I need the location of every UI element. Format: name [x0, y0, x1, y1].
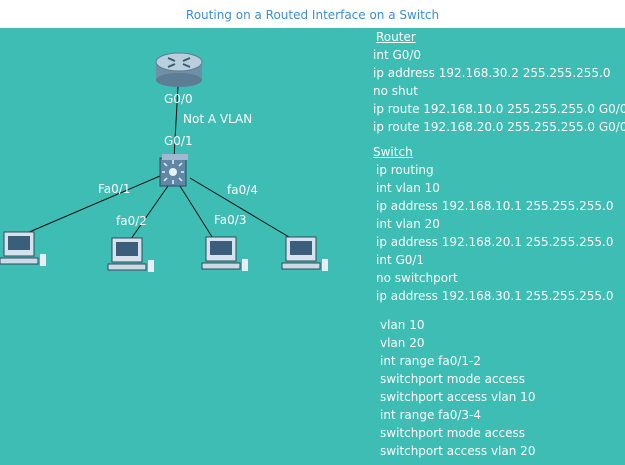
config-line: ip address 192.168.30.1 255.255.255.0	[376, 289, 614, 303]
switch-icon[interactable]	[159, 154, 188, 187]
config-line: int range fa0/1-2	[380, 354, 482, 368]
router-config-heading: Router	[376, 30, 416, 44]
config-line: int vlan 20	[376, 217, 440, 231]
switch-config: Switch ip routing int vlan 10 ip address…	[373, 143, 614, 305]
link-fa0-1	[19, 175, 161, 237]
config-line: ip route 192.168.20.0 255.255.255.0 G0/0	[373, 120, 625, 134]
config-line: ip routing	[376, 163, 434, 177]
config-line: ip address 192.168.10.1 255.255.255.0	[376, 199, 614, 213]
link-note-label: Not A VLAN	[183, 112, 253, 126]
port-label-fa0-2: fa0/2	[116, 214, 147, 228]
diagram-canvas: G0/0 Not A VLAN G0/1 Fa0/1 fa0/4 fa0/2 F…	[0, 28, 625, 465]
router-switch-link	[173, 85, 179, 159]
port-label-fa0-4: fa0/4	[227, 183, 258, 197]
pc-1-icon[interactable]	[0, 231, 46, 266]
port-label-fa0-3: Fa0/3	[214, 213, 247, 227]
config-line: int range fa0/3-4	[380, 408, 482, 422]
config-line: no shut	[373, 84, 418, 98]
switch-config-heading: Switch	[373, 145, 413, 159]
pc-4-icon[interactable]	[281, 236, 328, 271]
config-line: ip address 192.168.30.2 255.255.255.0	[373, 66, 611, 80]
pc-3-icon[interactable]	[201, 236, 248, 271]
config-line: switchport mode access	[380, 426, 526, 440]
link-fa0-4	[189, 177, 295, 241]
config-line: ip route 192.168.10.0 255.255.255.0 G0/0	[373, 102, 625, 116]
router-icon[interactable]	[155, 52, 203, 87]
port-label-fa0-1: Fa0/1	[98, 182, 131, 196]
config-line: switchport access vlan 20	[380, 444, 536, 458]
router-config: Router int G0/0 ip address 192.168.30.2 …	[373, 28, 625, 136]
diagram-title: Routing on a Routed Interface on a Switc…	[185, 8, 440, 22]
router-port-label: G0/0	[164, 92, 193, 106]
config-line: switchport access vlan 10	[380, 390, 536, 404]
link-fa0-3	[179, 185, 215, 241]
switch-uplink-label: G0/1	[164, 134, 193, 148]
config-line: int G0/0	[373, 48, 422, 62]
pc-2-icon[interactable]	[107, 237, 154, 272]
network-topology	[0, 52, 328, 272]
config-line: vlan 20	[380, 336, 425, 350]
config-line: int G0/1	[376, 253, 425, 267]
vlan-config: vlan 10 vlan 20 int range fa0/1-2 switch…	[380, 316, 535, 460]
config-line: switchport mode access	[380, 372, 526, 386]
config-line: ip address 192.168.20.1 255.255.255.0	[376, 235, 614, 249]
link-fa0-2	[125, 185, 169, 247]
config-line: no switchport	[376, 271, 458, 285]
config-line: vlan 10	[380, 318, 425, 332]
config-line: int vlan 10	[376, 181, 440, 195]
